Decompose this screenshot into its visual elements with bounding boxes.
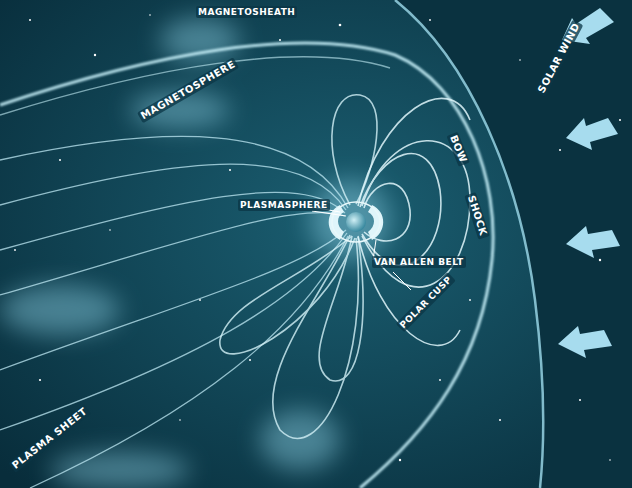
field-loops xyxy=(220,95,377,439)
plasma-glow xyxy=(0,18,390,488)
solar-wind-arrows xyxy=(558,8,620,358)
leader-lines xyxy=(312,207,411,290)
dayside-field-lines xyxy=(358,98,470,345)
region-label: PLASMASPHERE xyxy=(238,199,330,211)
bow-shock xyxy=(395,0,543,488)
region-label: VAN ALLEN BELT xyxy=(372,256,466,268)
earth xyxy=(346,212,366,232)
region-label: MAGNETOSHEATH xyxy=(196,6,297,18)
plasmasphere xyxy=(332,202,380,242)
magnetopause xyxy=(0,43,493,488)
tail-field-lines xyxy=(0,136,348,488)
stars xyxy=(14,14,621,461)
